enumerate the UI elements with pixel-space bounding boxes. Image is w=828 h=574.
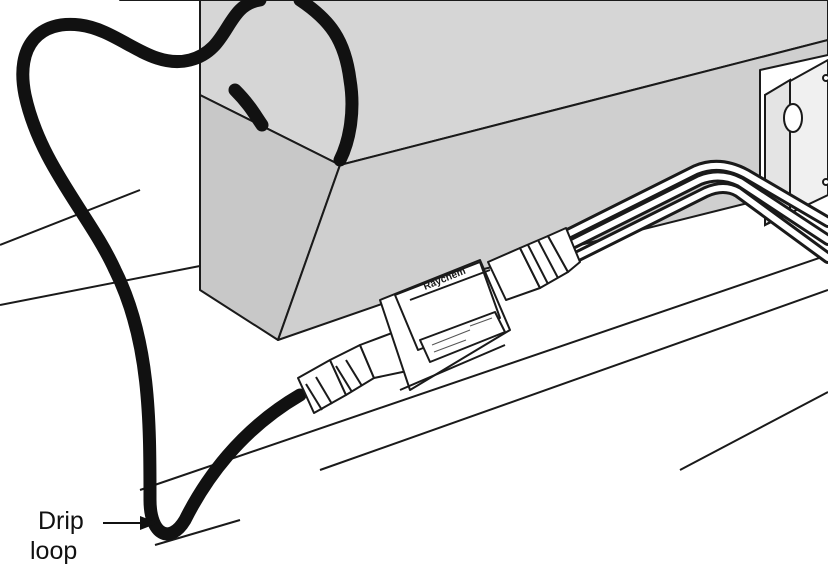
drip-loop-cable <box>16 0 307 541</box>
right-cable-gland <box>487 227 581 301</box>
cable-over-gutter <box>293 0 359 167</box>
callout-line-2: loop <box>30 537 78 565</box>
drip-loop-arrow <box>103 516 158 530</box>
heating-cable <box>16 0 359 541</box>
callout-line-1: Drip <box>38 507 84 535</box>
gutter-box <box>119 0 828 341</box>
power-conductors <box>550 159 828 268</box>
connector-label-marks <box>431 317 493 353</box>
roof-deck-lines <box>0 189 828 546</box>
junction-box-knockout <box>783 103 803 133</box>
gutter-side-face <box>277 39 828 341</box>
drip-loop-callout: Drip loop <box>30 506 84 566</box>
splice-connector: Raychem <box>297 227 581 414</box>
